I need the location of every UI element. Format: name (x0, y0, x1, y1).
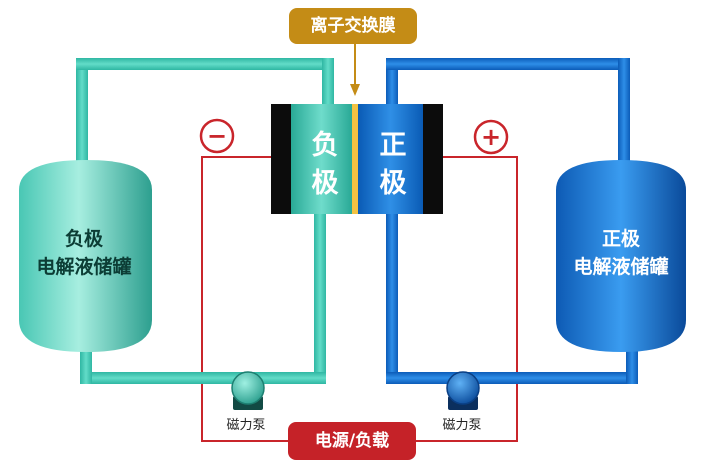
power-load-label: 电源/负载 (288, 422, 416, 460)
positive-electrode-char-1: 正 (379, 130, 407, 161)
negative-electrode-label: 负 极 (297, 127, 353, 203)
negative-tank-label-line-1: 负极 (64, 228, 103, 250)
negative-electrode (291, 104, 352, 214)
negative-tank-label-line-2: 电解液储罐 (36, 256, 132, 278)
minus-symbol: − (207, 122, 227, 150)
left-current-collector (271, 104, 291, 214)
positive-tank-label: 正极 电解液储罐 (556, 225, 686, 281)
positive-electrode (358, 104, 423, 214)
negative-electrolyte-tank (19, 160, 152, 352)
positive-tank-label-line-1: 正极 (601, 228, 640, 250)
positive-tank-label-line-2: 电解液储罐 (573, 256, 669, 278)
right-current-collector (423, 104, 443, 214)
plus-symbol: + (481, 123, 501, 151)
positive-electrode-label: 正 极 (365, 127, 421, 203)
negative-electrode-char-2: 极 (311, 168, 339, 199)
plus-terminal: + (473, 119, 509, 155)
positive-electrode-char-2: 极 (379, 168, 407, 199)
ion-exchange-membrane (352, 104, 358, 214)
cell-stack (271, 104, 443, 214)
membrane-label: 离子交换膜 (289, 8, 417, 44)
pump-right-icon (446, 371, 480, 410)
negative-tank-label: 负极 电解液储罐 (19, 225, 149, 281)
circuit-wire (201, 156, 518, 442)
pump-right-label: 磁力泵 (442, 418, 482, 433)
pump-left-icon (231, 371, 265, 410)
positive-electrolyte-tank (556, 160, 686, 352)
membrane-pointer-arrow (350, 84, 360, 96)
pump-left-label: 磁力泵 (226, 418, 266, 433)
negative-electrode-char-1: 负 (311, 130, 339, 161)
minus-terminal: − (199, 118, 235, 154)
